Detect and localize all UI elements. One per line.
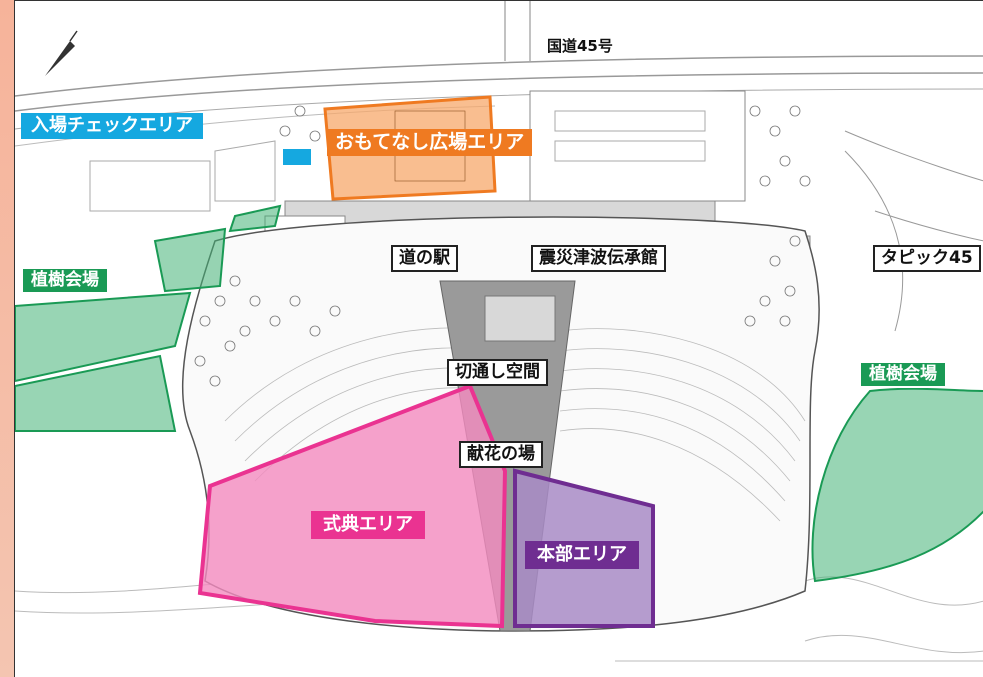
left-accent-bar [0, 0, 14, 677]
north-arrow-icon [45, 30, 78, 76]
headquarters-area-label: 本部エリア [525, 541, 639, 569]
ceremony-zone-shape [197, 383, 508, 629]
site-map: 国道45号 入場チェックエリア おもてなし広場エリア 植樹会場 植樹会場 道の駅… [14, 0, 983, 677]
ceremony-area-label: 式典エリア [311, 511, 425, 539]
planting-area-right-label: 植樹会場 [859, 361, 947, 388]
road-label: 国道45号 [547, 37, 613, 55]
kiritoshi-space-label: 切通し空間 [447, 359, 548, 386]
kenka-place-label: 献花の場 [459, 441, 543, 468]
planting-area-left-label: 植樹会場 [21, 267, 109, 294]
planting-zone-left-shapes [15, 204, 282, 432]
tapic45-label: タピック45 [873, 245, 981, 272]
site-plan-drawing [15, 1, 983, 662]
planting-zone-right-shape [811, 387, 983, 583]
omotenashi-area-label: おもてなし広場エリア [327, 129, 533, 156]
michi-no-eki-label: 道の駅 [391, 245, 458, 272]
memorial-hall-label: 震災津波伝承館 [531, 245, 666, 272]
entry-check-area-label: 入場チェックエリア [21, 113, 203, 139]
